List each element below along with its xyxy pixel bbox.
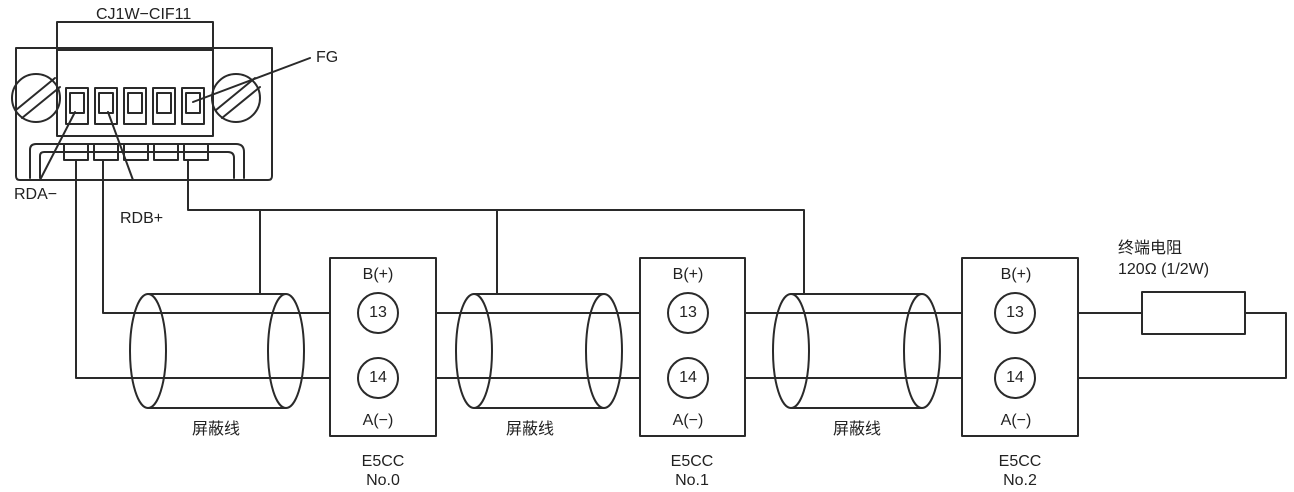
unit-2-bottom-label: A(−) <box>1000 412 1032 429</box>
unit-0-number: No.0 <box>366 472 400 489</box>
wire-rda <box>75 159 359 379</box>
rda-label: RDA− <box>14 186 58 203</box>
shield-cable-1 <box>455 293 623 409</box>
unit-0-terminal-14: 14 <box>369 369 387 386</box>
unit-1-model: E5CC <box>670 453 714 470</box>
screw-right <box>211 73 261 123</box>
unit-0-bottom-label: A(−) <box>362 412 394 429</box>
screw-left <box>11 73 61 123</box>
unit-2-model: E5CC <box>998 453 1042 470</box>
unit-1-terminal-14: 14 <box>679 369 697 386</box>
connector-body <box>15 47 273 181</box>
unit-2-terminal-13: 13 <box>1006 304 1024 321</box>
unit-1-caption: E5CC No.1 <box>671 452 714 490</box>
fg-label: FG <box>316 49 339 66</box>
cable-label-1: 屏蔽线 <box>505 421 555 438</box>
unit-2 <box>961 257 1079 437</box>
unit-0-caption: E5CC No.0 <box>362 452 405 490</box>
connector-top-housing <box>56 21 214 51</box>
unit-1-terminal-13: 13 <box>679 304 697 321</box>
resistor-name: 终端电阻 <box>1118 240 1183 257</box>
resistor-value: 120Ω (1/2W) <box>1118 261 1210 278</box>
wire-rdb <box>102 159 359 314</box>
resistor-caption: 终端电阻 120Ω (1/2W) <box>1118 238 1209 280</box>
unit-0-terminal-13: 13 <box>369 304 387 321</box>
unit-1-bottom-label: A(−) <box>672 412 704 429</box>
unit-0-model: E5CC <box>361 453 405 470</box>
unit-1-top-label: B(+) <box>672 266 704 283</box>
rdb-leader <box>107 111 134 181</box>
connector-cj1w-cif11 <box>11 21 311 181</box>
unit-1-number: No.1 <box>675 472 709 489</box>
shield-cable-2 <box>772 293 941 409</box>
cable-label-2: 屏蔽线 <box>832 421 882 438</box>
unit-2-terminal-14: 14 <box>1006 369 1024 386</box>
terminating-resistor <box>1141 291 1246 335</box>
unit-0 <box>329 257 437 437</box>
rdb-label: RDB+ <box>120 210 164 227</box>
rda-leader <box>39 111 76 181</box>
connector-model-label: CJ1W−CIF11 <box>96 6 192 23</box>
unit-2-number: No.2 <box>1003 472 1037 489</box>
unit-2-top-label: B(+) <box>1000 266 1032 283</box>
unit-0-top-label: B(+) <box>362 266 394 283</box>
unit-2-caption: E5CC No.2 <box>999 452 1042 490</box>
terminal-block <box>65 87 205 125</box>
unit-1 <box>639 257 746 437</box>
fg-leader <box>192 57 311 103</box>
cable-label-0: 屏蔽线 <box>191 421 241 438</box>
shield-cable-0 <box>129 293 305 409</box>
